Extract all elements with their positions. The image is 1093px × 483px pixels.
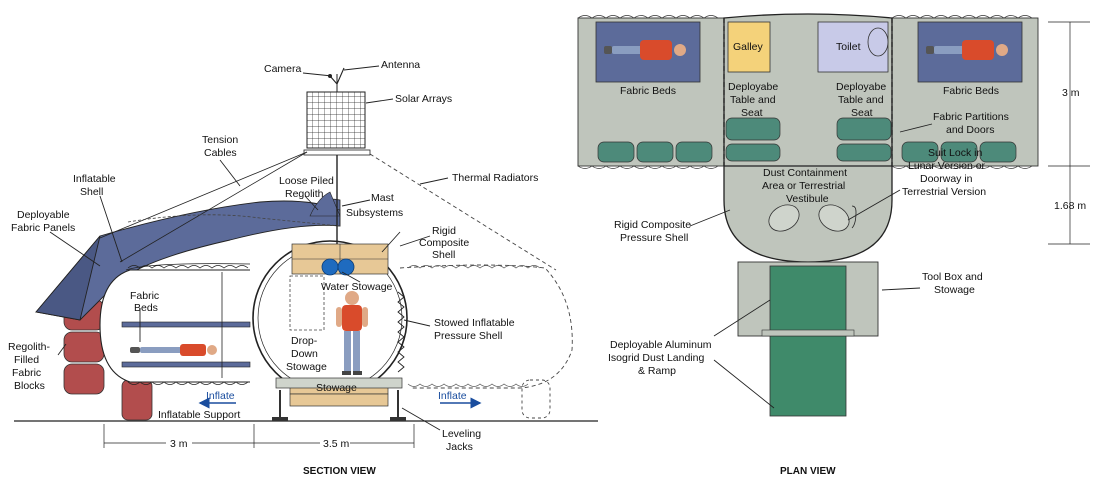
cushions bbox=[597, 117, 1017, 163]
label-suit-lock-4: Terrestrial Version bbox=[902, 186, 986, 198]
label-table-right-2: Table and bbox=[838, 94, 884, 106]
label-table-right-3: Seat bbox=[851, 107, 873, 119]
label-stowed-shell-2: Pressure Shell bbox=[434, 330, 502, 342]
label-table-right-1: Deployabe bbox=[836, 81, 886, 93]
label-tool-box-2: Stowage bbox=[934, 284, 975, 296]
label-partitions-2: and Doors bbox=[946, 124, 994, 136]
bed-figure-right bbox=[926, 40, 1008, 60]
dim-3-5m: 3.5 m bbox=[323, 438, 350, 450]
label-rigid-pressure-shell-1: Rigid Composite bbox=[614, 219, 691, 231]
label-inflatable-shell-1: Inflatable bbox=[73, 173, 116, 185]
label-regolith-blocks-2: Filled bbox=[14, 354, 39, 366]
label-suit-lock-2: Lunar Version or bbox=[908, 160, 986, 172]
plan-labels: Galley Toilet Fabric Beds Fabric Beds De… bbox=[608, 41, 1086, 477]
label-fabric-panels-1: Deployable bbox=[17, 209, 70, 221]
fabric-panel-shell bbox=[35, 200, 341, 321]
section-labels: Camera Antenna Solar Arrays Tension Cabl… bbox=[8, 59, 538, 477]
label-drop-down-3: Stowage bbox=[286, 361, 327, 373]
label-stowed-shell-1: Stowed Inflatable bbox=[434, 317, 515, 329]
ramp bbox=[769, 335, 847, 417]
label-rigid-shell-2: Composite bbox=[419, 237, 469, 249]
label-camera: Camera bbox=[264, 63, 302, 75]
label-drop-down-1: Drop- bbox=[291, 335, 318, 347]
label-table-left-1: Deployabe bbox=[728, 81, 778, 93]
label-suit-lock-3: Doorway in bbox=[920, 173, 973, 185]
galley-block bbox=[727, 21, 771, 73]
label-fabric-beds-2: Beds bbox=[134, 302, 158, 314]
label-galley: Galley bbox=[733, 41, 764, 53]
label-fabric-beds-right: Fabric Beds bbox=[943, 85, 999, 97]
label-dust-2: Area or Terrestrial bbox=[762, 180, 845, 192]
label-fabric-panels-2: Fabric Panels bbox=[11, 222, 75, 234]
label-fabric-beds-1: Fabric bbox=[130, 290, 159, 302]
standing-astronaut bbox=[336, 291, 368, 375]
plan-view bbox=[577, 13, 1090, 417]
label-regolith-blocks-4: Blocks bbox=[14, 380, 45, 392]
label-dust-3: Vestibule bbox=[786, 193, 829, 205]
label-subsystems: Subsystems bbox=[346, 207, 403, 219]
label-rigid-pressure-shell-2: Pressure Shell bbox=[620, 232, 688, 244]
dim-plan-3m: 3 m bbox=[1062, 87, 1080, 99]
section-view bbox=[14, 65, 598, 448]
label-mast: Mast bbox=[371, 192, 394, 204]
label-leveling-jacks-1: Leveling bbox=[442, 428, 481, 440]
label-table-left-3: Seat bbox=[741, 107, 763, 119]
label-tension-cables-1: Tension bbox=[202, 134, 238, 146]
label-rigid-shell-3: Shell bbox=[432, 249, 455, 261]
label-ramp-3: & Ramp bbox=[638, 365, 676, 377]
label-loose-regolith-2: Regolith bbox=[285, 188, 324, 200]
label-table-left-2: Table and bbox=[730, 94, 776, 106]
label-thermal-radiators: Thermal Radiators bbox=[452, 172, 538, 184]
label-water-stowage: Water Stowage bbox=[321, 281, 393, 293]
label-tension-cables-2: Cables bbox=[204, 147, 237, 159]
label-drop-down-2: Down bbox=[291, 348, 318, 360]
lying-astronaut bbox=[130, 344, 217, 356]
label-toilet: Toilet bbox=[836, 41, 861, 53]
label-regolith-blocks-3: Fabric bbox=[12, 367, 41, 379]
label-ramp-2: Isogrid Dust Landing bbox=[608, 352, 704, 364]
bed-figure-left bbox=[604, 40, 686, 60]
label-partitions-1: Fabric Partitions bbox=[933, 111, 1009, 123]
label-antenna: Antenna bbox=[381, 59, 420, 71]
label-tool-box-1: Tool Box and bbox=[922, 271, 983, 283]
label-fabric-beds-left: Fabric Beds bbox=[620, 85, 676, 97]
label-ramp-1: Deployable Aluminum bbox=[610, 339, 712, 351]
label-rigid-shell-1: Rigid bbox=[432, 225, 456, 237]
label-inflatable-shell-2: Shell bbox=[80, 186, 103, 198]
central-module bbox=[723, 13, 893, 263]
label-regolith-blocks-1: Regolith- bbox=[8, 341, 51, 353]
label-inflatable-support: Inflatable Support bbox=[158, 409, 240, 421]
dim-3m: 3 m bbox=[170, 438, 188, 450]
label-dust-1: Dust Containment bbox=[763, 167, 847, 179]
label-suit-lock-1: Suit Lock in bbox=[928, 147, 982, 159]
label-inflate-right: Inflate bbox=[438, 390, 467, 402]
label-leveling-jacks-2: Jacks bbox=[446, 441, 473, 453]
section-view-title: SECTION VIEW bbox=[303, 466, 376, 477]
dim-plan-1-68m: 1.68 m bbox=[1054, 200, 1086, 212]
label-stowage: Stowage bbox=[316, 382, 357, 394]
label-inflate-left: Inflate bbox=[206, 390, 235, 402]
label-solar-arrays: Solar Arrays bbox=[395, 93, 452, 105]
solar-array bbox=[306, 91, 366, 149]
label-loose-regolith-1: Loose Piled bbox=[279, 175, 334, 187]
plan-view-title: PLAN VIEW bbox=[780, 466, 836, 477]
